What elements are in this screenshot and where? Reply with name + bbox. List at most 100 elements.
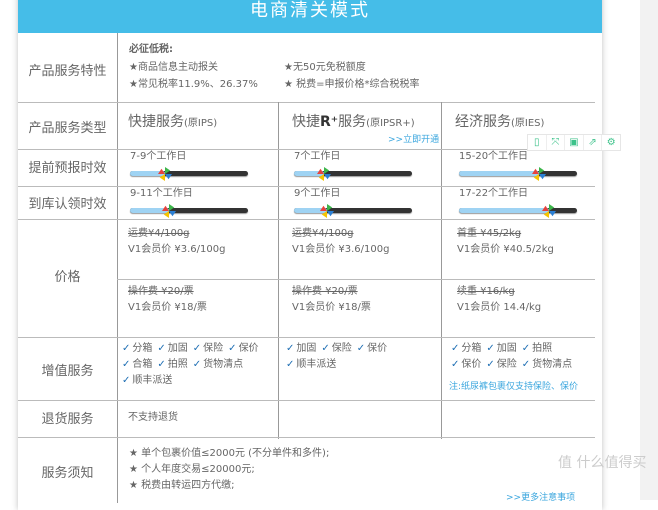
service-ipsr: 快捷R⁺服务(原IPSR+)	[292, 114, 415, 130]
row-label-features: 产品服务特性	[28, 64, 107, 79]
feature-item: ★常见税率11.9%、26.37%	[129, 79, 258, 90]
row-label-price: 价格	[54, 270, 81, 285]
service-item-label: 保险	[203, 343, 224, 354]
slider-fill	[130, 208, 169, 213]
service-row: ✓分箱✓加固✓拍照	[451, 343, 557, 355]
check-icon: ✓	[192, 343, 202, 354]
timing-slider	[459, 204, 577, 218]
divider	[117, 33, 118, 503]
member-price: V1会员价 ¥3.6/100g	[128, 244, 226, 255]
scrollbar-track[interactable]	[640, 0, 658, 500]
service-item-label: 保险	[331, 343, 352, 354]
service-item-label: 保价	[461, 359, 482, 370]
original-price: 运费¥4/100g	[128, 228, 190, 239]
service-item-label: 加固	[167, 343, 188, 354]
divider	[18, 102, 595, 103]
service-item: ✓合箱	[122, 359, 152, 370]
service-item-label: 保价	[238, 343, 259, 354]
timing-slider	[294, 167, 412, 181]
service-item: ✓保价	[451, 359, 481, 370]
service-item: ✓加固	[157, 343, 187, 354]
member-price: V1会员价 ¥18/票	[128, 302, 207, 313]
service-item-label: 加固	[496, 343, 517, 354]
check-icon: ✓	[521, 359, 531, 370]
divider	[117, 279, 595, 280]
check-icon: ✓	[486, 359, 495, 370]
returns-text: 不支持退货	[128, 412, 178, 423]
check-icon: ✓	[157, 343, 166, 354]
check-icon: ✓	[451, 359, 460, 370]
service-item-label: 货物清点	[532, 359, 573, 370]
service-item: ✓拍照	[157, 359, 187, 370]
timing-label: 9-11个工作日	[130, 188, 193, 199]
original-price: 操作费 ¥20/票	[292, 286, 358, 297]
row-label-value-added: 增值服务	[41, 364, 94, 379]
service-item-label: 拍照	[532, 343, 553, 354]
service-item-label: 拍照	[167, 359, 188, 370]
slider-fill	[459, 208, 549, 213]
service-ies: 经济服务(原IES)	[455, 114, 545, 130]
service-item: ✓分箱	[122, 343, 152, 354]
clearance-card: 电商清关模式 产品服务特性 必征低税: ★商品信息主动报关 ★无50元免税额度 …	[18, 0, 602, 510]
check-icon: ✓	[157, 359, 166, 370]
service-item: ✓加固	[486, 343, 516, 354]
member-price: V1会员价 14.4/kg	[457, 302, 542, 313]
timing-label: 15-20个工作日	[459, 151, 529, 162]
member-price: V1会员价 ¥3.6/100g	[292, 244, 390, 255]
activate-link[interactable]: >>立即开通	[388, 135, 440, 145]
share-icon[interactable]: ⇗	[584, 135, 603, 150]
check-icon: ✓	[286, 343, 295, 354]
floating-toolbar: ▯ ⤧ ▣ ⇗ ⚙	[527, 134, 621, 151]
settings-icon[interactable]: ⚙	[606, 137, 616, 148]
row-label-notice: 服务须知	[41, 466, 94, 481]
timing-slider	[459, 167, 577, 181]
service-item: ✓货物清点	[193, 359, 243, 370]
service-item: ✓拍照	[522, 343, 552, 354]
slider-fill	[294, 208, 328, 213]
check-icon: ✓	[122, 375, 131, 386]
member-price: V1会员价 ¥18/票	[292, 302, 371, 313]
original-price: 首重 ¥45/2kg	[457, 228, 522, 239]
notice-item: ★ 税费由转运四方代缴;	[129, 480, 235, 491]
pinwheel-knob-icon	[532, 166, 547, 181]
service-row: ✓顺丰派送	[122, 375, 177, 387]
service-item-label: 顺丰派送	[132, 375, 173, 386]
service-row: ✓分箱✓加固✓保险✓保价	[122, 343, 264, 355]
original-price: 操作费 ¥20/票	[128, 286, 194, 297]
member-price: V1会员价 ¥40.5/2kg	[457, 244, 554, 255]
pinwheel-knob-icon	[316, 166, 331, 181]
watermark-logo: 值 什么值得买	[558, 455, 647, 471]
check-icon: ✓	[228, 343, 237, 354]
row-label-arrival: 到库认领时效	[28, 197, 107, 212]
service-item: ✓顺丰派送	[286, 359, 336, 370]
feature-item: ★无50元免税额度	[284, 62, 366, 73]
save-icon[interactable]: ▣	[565, 135, 584, 150]
service-item-label: 分箱	[461, 343, 482, 354]
service-item: ✓顺丰派送	[122, 375, 172, 386]
pinwheel-knob-icon	[541, 203, 556, 218]
features-title: 必征低税:	[129, 44, 173, 55]
expand-icon[interactable]: ⤧	[547, 135, 566, 150]
phone-icon[interactable]: ▯	[528, 135, 547, 150]
original-price: 运费¥4/100g	[292, 228, 354, 239]
timing-label: 7-9个工作日	[130, 151, 187, 162]
service-item-label: 保价	[367, 343, 388, 354]
more-notes-link[interactable]: >>更多注意事项	[506, 493, 576, 503]
feature-item: ★ 税费=申报价格*综合税税率	[284, 79, 420, 90]
check-icon: ✓	[356, 343, 366, 354]
check-icon: ✓	[321, 343, 330, 354]
row-label-type: 产品服务类型	[28, 121, 107, 136]
slider-fill	[130, 171, 166, 176]
page-title: 电商清关模式	[18, 0, 602, 33]
timing-label: 7个工作日	[294, 151, 341, 162]
divider	[278, 102, 279, 439]
check-icon: ✓	[451, 343, 460, 354]
notice-item: ★ 个人年度交易≤20000元;	[129, 464, 255, 475]
notice-item: ★ 单个包裹价值≤2000元 (不分单件和多件);	[129, 448, 330, 459]
check-icon: ✓	[521, 343, 531, 354]
check-icon: ✓	[122, 359, 131, 370]
service-item-label: 货物清点	[203, 359, 244, 370]
divider	[18, 337, 595, 338]
service-row: ✓加固✓保险✓保价	[286, 343, 392, 355]
check-icon: ✓	[122, 343, 131, 354]
